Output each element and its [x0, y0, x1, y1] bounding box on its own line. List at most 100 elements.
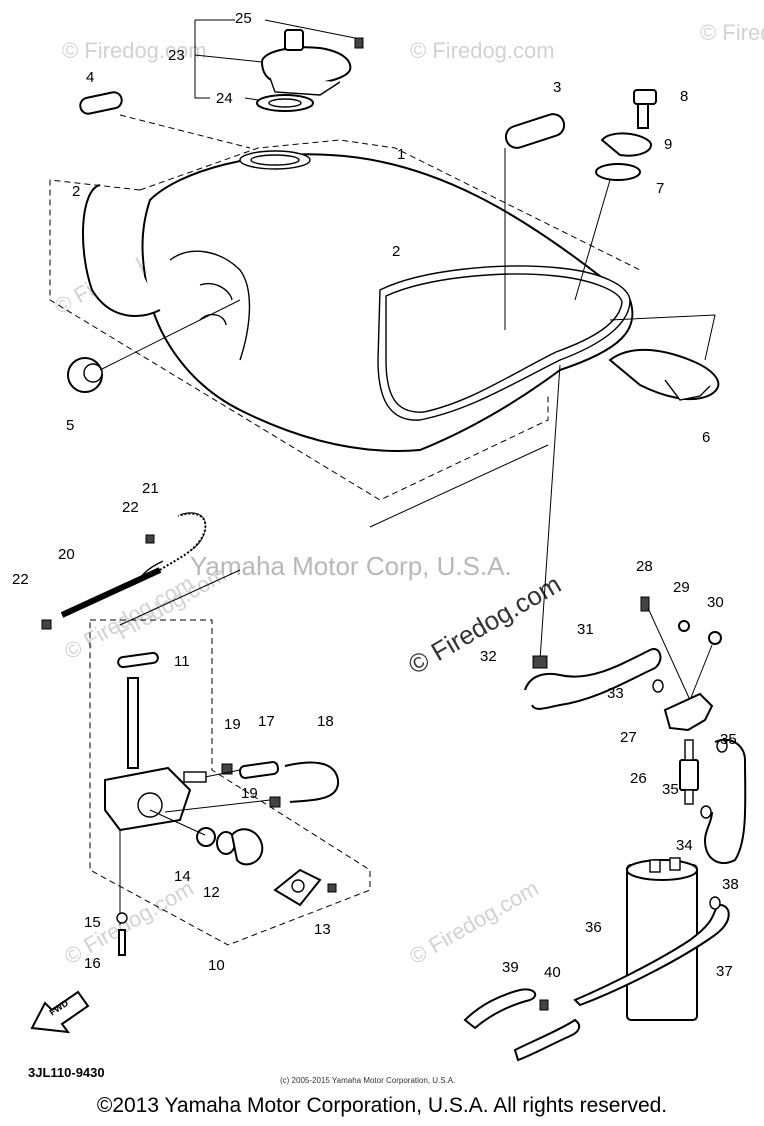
clip-35 [716, 739, 728, 753]
bracket-27 [663, 692, 714, 732]
fuel-pipe [60, 567, 162, 618]
part-number-label: 18 [317, 713, 334, 730]
cap-bracket [194, 20, 210, 99]
valve-26-bottom [684, 789, 694, 805]
diagram-code: 3JL110-9430 [28, 1065, 105, 1080]
hose-17 [238, 761, 280, 779]
part-number-label: 13 [314, 921, 331, 938]
clip-35 [700, 805, 712, 819]
leader-line [689, 644, 713, 701]
tank-recess [169, 250, 251, 361]
leader-line [99, 299, 241, 371]
fuel-cap-assembly [194, 19, 364, 112]
fuel-cap-key [284, 29, 304, 51]
bolt-head [633, 89, 657, 105]
washer-15 [116, 912, 128, 924]
part-number-label: 5 [66, 417, 74, 434]
tank-left-panel [81, 184, 161, 317]
emblem-pad [79, 91, 123, 115]
part-number-label: 29 [673, 579, 690, 596]
bolt-shank [637, 103, 649, 129]
fuel-cap-gasket-inner [268, 98, 302, 108]
part-number-label: 33 [607, 685, 624, 702]
fuel-cock-outlet [183, 771, 207, 783]
bolt-28 [640, 596, 650, 612]
part-number-label: 9 [664, 136, 672, 153]
part-number-label: 26 [630, 770, 647, 787]
small-notice: (c) 2005-2015 Yamaha Motor Corporation, … [280, 1076, 456, 1085]
clamp-19 [221, 763, 233, 775]
copyright: ©2013 Yamaha Motor Corporation, U.S.A. A… [96, 1094, 668, 1117]
hose-18 [284, 761, 340, 803]
fuel-cock-group [41, 444, 549, 956]
hose-31 [524, 648, 662, 710]
watermark-yamaha: Yamaha Motor Corp, U.S.A. [190, 551, 512, 581]
clip-38 [709, 896, 721, 910]
cap-screw [354, 37, 364, 49]
part-number-label: 37 [716, 963, 733, 980]
tank-recess-detail [199, 283, 233, 301]
screw-16 [118, 929, 126, 956]
hose-39 [463, 988, 537, 1030]
part-number-label: 34 [676, 837, 693, 854]
part-number-label: 22 [12, 571, 29, 588]
watermark: © Firedog.com [700, 20, 764, 45]
clamp-19 [269, 796, 281, 808]
gasket-14 [196, 827, 216, 847]
fuel-strainer-pipe [127, 677, 139, 769]
assembly-outline [139, 139, 641, 271]
assembly-outline [119, 114, 251, 149]
part-number-label: 36 [585, 919, 602, 936]
damper [595, 163, 641, 181]
part-number-label: 8 [680, 88, 688, 105]
part-number-label: 35 [662, 781, 679, 798]
leader-line [539, 364, 561, 661]
part-number-label: 3 [553, 79, 561, 96]
washer-plate [600, 132, 652, 157]
part-number-label: 14 [174, 868, 191, 885]
part-number-label: 20 [58, 546, 75, 563]
part-number-label: 2 [72, 183, 80, 200]
part-number-label: 30 [707, 594, 724, 611]
hose-39b [513, 1018, 581, 1062]
screw-13 [327, 883, 337, 893]
leader-line [204, 769, 241, 778]
part-number-label: 31 [577, 621, 594, 638]
leader-line [647, 607, 691, 701]
leader-line [119, 569, 241, 626]
nut-29 [678, 620, 690, 632]
watermark: © Firedog.com [60, 875, 198, 969]
part-number-label: 21 [142, 480, 159, 497]
cover-hole [291, 879, 305, 893]
fuel-cock-port [137, 792, 163, 818]
part-number-label: 19 [241, 785, 258, 802]
canister-top [626, 859, 698, 881]
o-ring-11 [117, 651, 159, 669]
forward-arrow [30, 990, 90, 1034]
part-number-label: 6 [702, 429, 710, 446]
watermark: © Firedog.com [410, 38, 555, 63]
part-number-label: 39 [502, 959, 519, 976]
lever-12 [230, 828, 264, 866]
fuel-tank [49, 139, 641, 501]
part-number-label: 17 [258, 713, 275, 730]
leader-line [194, 54, 263, 63]
part-number-label: 24 [216, 90, 233, 107]
clamp-32 [532, 655, 548, 669]
part-number-label: 11 [174, 653, 190, 670]
canister-port [649, 859, 661, 873]
fuel-hose-coil [159, 512, 207, 571]
leader-line [164, 799, 271, 813]
part-number-label: 22 [122, 499, 139, 516]
leader-line [609, 314, 716, 361]
valve-26-top [684, 739, 694, 761]
part-number-label: 28 [636, 558, 653, 575]
part-number-label: 40 [544, 964, 561, 981]
watermark: © Firedog.com [405, 875, 543, 969]
part-number-label: 4 [86, 69, 94, 86]
canister-port [669, 857, 681, 871]
assembly-outline [49, 179, 549, 501]
leader-line [574, 179, 611, 301]
